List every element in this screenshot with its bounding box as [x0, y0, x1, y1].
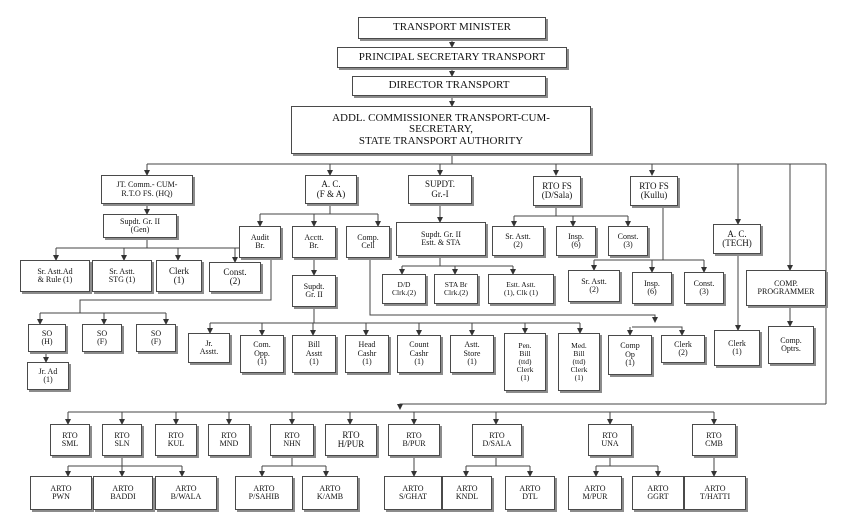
box-head-cashr: Head Cashr (1) [345, 335, 389, 373]
box-rto-hpur: RTO H/PUR [325, 424, 377, 456]
box-bill-astt: Bill Asstt (1) [292, 335, 336, 373]
box-so-f-1: SO (F) [82, 324, 122, 352]
box-arto-kamb: ARTO K/AMB [302, 476, 358, 510]
box-rto-sln: RTO SLN [102, 424, 142, 456]
box-arto-mpur: ARTO M/PUR [568, 476, 622, 510]
box-jr-astt: Jr. Asstt. [188, 333, 230, 363]
box-supdt-gr2-estt: Supdt. Gr. II Estt. & STA [396, 222, 486, 256]
box-supdt-gr2-acctt: Supdt. Gr. II [292, 275, 336, 307]
box-arto-ggrt: ARTO GGRT [632, 476, 684, 510]
box-arto-sghat: ARTO S/GHAT [384, 476, 442, 510]
box-rto-sml: RTO SML [50, 424, 90, 456]
box-sr-astt-dsala: Sr. Astt. (2) [492, 226, 544, 256]
box-so-h: SO (H) [28, 324, 66, 352]
box-clerk-comp: Clerk (2) [661, 335, 705, 363]
box-pen-bill-clerk: Pen. Bill (ttd) Clerk (1) [504, 333, 546, 391]
box-rto-kul: RTO KUL [155, 424, 197, 456]
box-arto-psahib: ARTO P/SAHIB [235, 476, 293, 510]
box-sr-astt-ad-rule: Sr. Astt.Ad & Rule (1) [20, 260, 90, 292]
box-sr-astt-kullu: Sr. Astt. (2) [568, 270, 620, 302]
box-ac-tech: A. C. (TECH) [713, 224, 761, 254]
box-rto-dsala: RTO D/SALA [472, 424, 522, 456]
box-supdt-gr2-gen: Supdt. Gr. II (Gen) [103, 214, 177, 238]
box-const-dsala: Const. (3) [608, 226, 648, 256]
box-so-f-2: SO (F) [136, 324, 176, 352]
box-sr-astt-stg: Sr. Astt. STG (1) [92, 260, 152, 292]
box-comp-cell: Comp. Cell [346, 226, 390, 258]
box-comp-optrs: Comp. Optrs. [768, 326, 814, 364]
box-rtofs-dsala: RTO FS (D/Sala) [533, 176, 581, 206]
box-principal-secretary: PRINCIPAL SECRETARY TRANSPORT [337, 47, 567, 68]
box-jr-ad: Jr. Ad (1) [27, 362, 69, 390]
box-arto-thatti: ARTO T/HATTI [684, 476, 746, 510]
box-estt-astt: Estt. Astt. (1), Clk (1) [488, 274, 554, 304]
box-arto-kndl: ARTO KNDL [442, 476, 492, 510]
box-sta-br-clerk: STA Br Clrk.(2) [434, 274, 478, 304]
box-med-bill-clerk: Med. Bill (ttd) Clerk (1) [558, 333, 600, 391]
box-audit-br: Audit Br. [239, 226, 281, 258]
box-count-cashr: Count Cashr (1) [397, 335, 441, 373]
box-rto-nhn: RTO NHN [270, 424, 314, 456]
box-rtofs-kullu: RTO FS (Kullu) [630, 176, 678, 206]
box-acctt-br: Acctt. Br. [292, 226, 336, 258]
box-clerk-tech: Clerk (1) [714, 330, 760, 366]
box-comp-op: Comp Op (1) [608, 335, 652, 375]
box-astt-store: Astt. Store (1) [450, 335, 494, 373]
box-arto-dtl: ARTO DTL [505, 476, 555, 510]
box-dd-clerk: D/D Clrk.(2) [382, 274, 426, 304]
box-rto-bpur: RTO B/PUR [388, 424, 440, 456]
box-com-opp: Com. Opp. (1) [240, 335, 284, 373]
box-transport-minister: TRANSPORT MINISTER [358, 17, 546, 39]
box-addl-commissioner: ADDL. COMMISSIONER TRANSPORT-CUM- SECRET… [291, 106, 591, 154]
box-insp-dsala: Insp. (6) [556, 226, 596, 256]
box-arto-pwn: ARTO PWN [30, 476, 92, 510]
box-ac-fa: A. C. (F & A) [305, 175, 357, 204]
box-director-transport: DIRECTOR TRANSPORT [352, 76, 546, 96]
box-supdt-gr1: SUPDT. Gr.-I [408, 175, 472, 204]
box-jt-commissioner: JT. Comm.- CUM- R.T.O FS. (HQ) [101, 175, 193, 204]
box-rto-mnd: RTO MND [208, 424, 250, 456]
box-const-hq: Const. (2) [209, 262, 261, 292]
box-arto-bwala: ARTO B/WALA [155, 476, 217, 510]
box-arto-baddi: ARTO BADDI [93, 476, 153, 510]
line-level2-bus [147, 154, 790, 165]
box-comp-programmer: COMP. PROGRAMMER [746, 270, 826, 306]
box-clerk-hq: Clerk (1) [156, 260, 202, 292]
box-rto-cmb: RTO CMB [692, 424, 736, 456]
box-insp-kullu: Insp. (6) [632, 272, 672, 304]
box-rto-una: RTO UNA [588, 424, 632, 456]
box-const-kullu: Const. (3) [684, 272, 724, 304]
